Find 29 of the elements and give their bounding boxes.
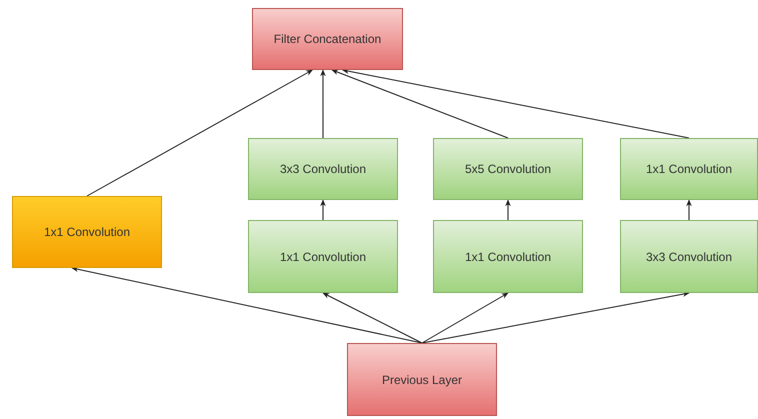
arrow [320, 199, 326, 220]
arrow [342, 68, 690, 138]
node-label: 1x1 Convolution [644, 162, 734, 176]
convolution-box [620, 138, 758, 200]
arrow [331, 70, 508, 138]
arrow [505, 199, 511, 220]
convolution-box [248, 220, 398, 293]
arrow [322, 292, 422, 344]
node-label: 1x1 Convolution [464, 250, 552, 264]
convolution-box [433, 138, 583, 200]
node-label: 3x3 Convolution [278, 162, 368, 176]
arrow [422, 292, 509, 344]
node-label: Previous Layer [380, 372, 464, 386]
arrow [686, 199, 692, 220]
arrow [71, 266, 422, 344]
convolution-box [248, 138, 398, 200]
arrow [422, 291, 690, 344]
arrow [320, 69, 326, 138]
node-label: 1x1 Convolution [278, 250, 368, 264]
convolution-box [620, 220, 758, 293]
layer-box [252, 8, 403, 70]
arrow [86, 70, 313, 196]
node-label: 5x5 Convolution [464, 162, 552, 176]
node-label: 3x3 Convolution [644, 250, 734, 264]
convolution-box [433, 220, 583, 293]
layer-box [347, 343, 497, 416]
node-label: Filter Concatenation [272, 32, 382, 46]
convolution-box [12, 196, 162, 268]
node-label: 1x1 Convolution [42, 225, 132, 239]
